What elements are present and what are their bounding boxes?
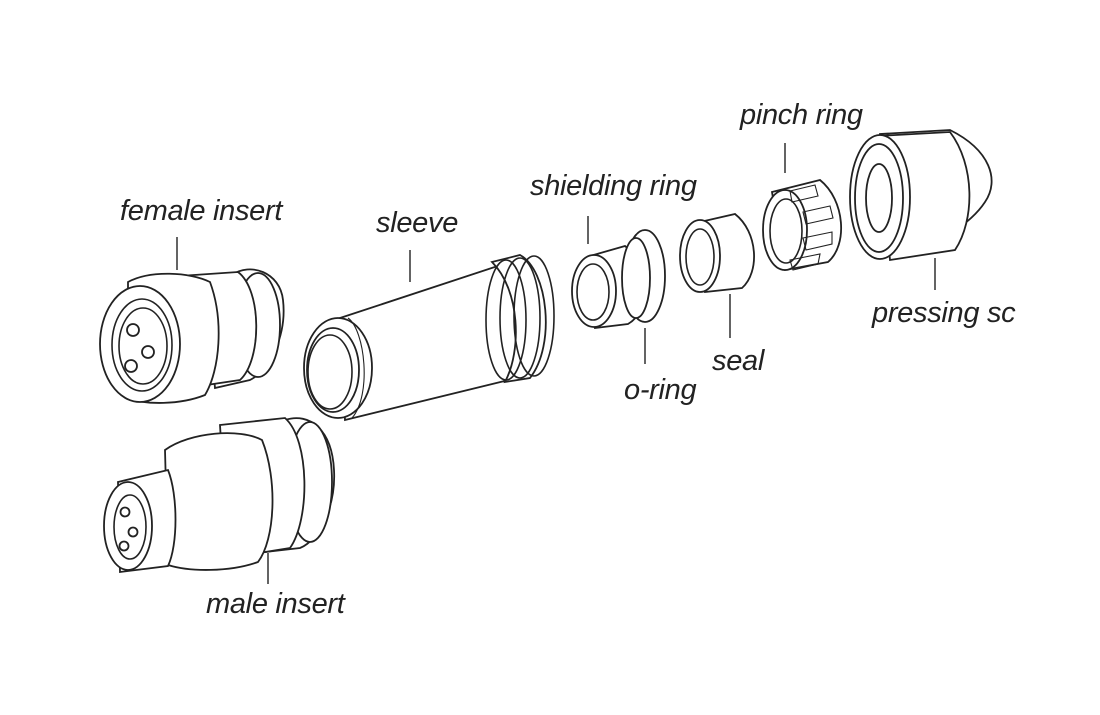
sleeve-part [303, 254, 555, 422]
label-female-insert: female insert [120, 195, 284, 227]
pressing-screw-part [849, 129, 993, 262]
label-pinch-ring: pinch ring [739, 99, 863, 131]
label-pressing-screw: pressing sc [871, 297, 1016, 329]
male-insert-face [103, 481, 153, 571]
label-shielding-ring: shielding ring [530, 170, 697, 202]
seal-part [679, 213, 755, 293]
label-o-ring: o-ring [624, 374, 697, 406]
male-insert-part [103, 417, 335, 574]
label-seal: seal [712, 345, 766, 377]
label-male-insert: male insert [206, 588, 347, 620]
o-ring-part [621, 229, 666, 323]
female-insert-part [99, 268, 285, 404]
label-sleeve: sleeve [376, 207, 458, 239]
male-insert-knurl [164, 432, 274, 571]
pinch-ring-part [762, 179, 843, 272]
